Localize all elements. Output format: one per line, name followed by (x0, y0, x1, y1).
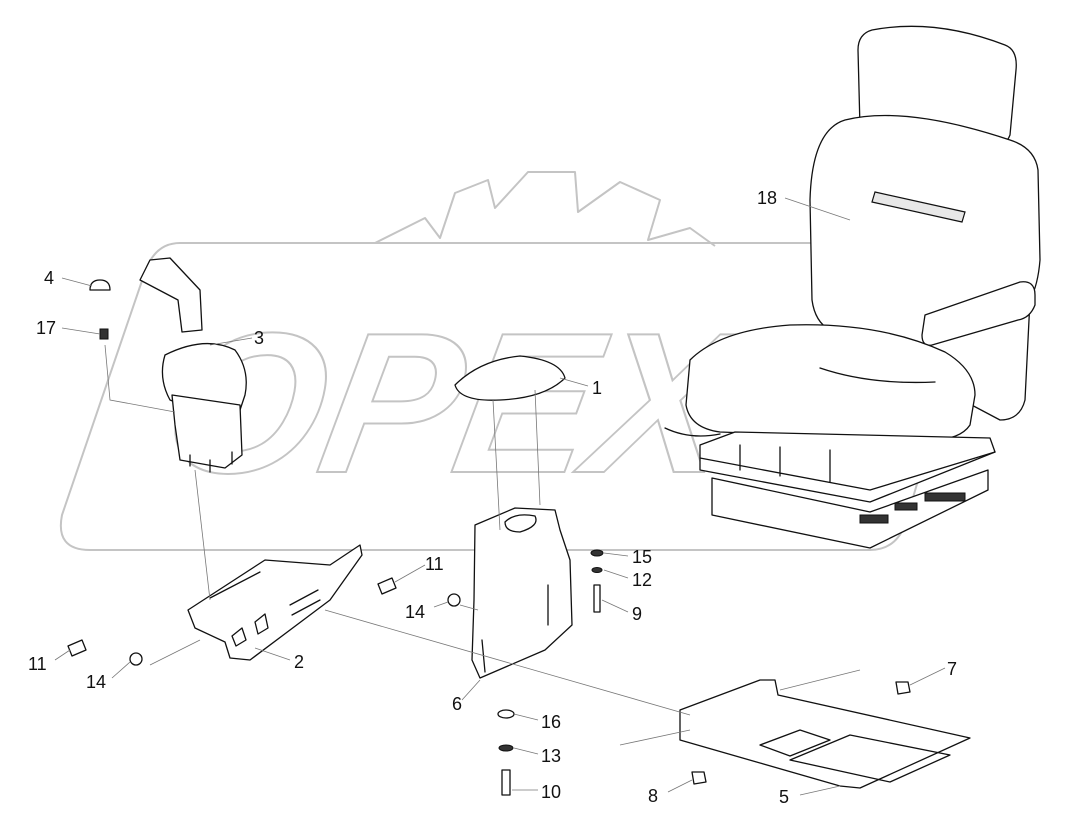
bolt-9 (593, 584, 601, 613)
watermark: OPEX (59, 171, 981, 551)
callout-9: 9 (632, 604, 642, 624)
seat-base-vent-3 (924, 492, 966, 502)
leader-9 (601, 599, 629, 613)
bolt-7 (895, 681, 911, 695)
callout-17: 17 (36, 318, 56, 338)
callout-1: 1 (592, 378, 602, 398)
callout-2: 2 (294, 652, 304, 672)
seat-backrest-slot (871, 191, 966, 223)
leader-15 (603, 552, 629, 557)
joystick-body (171, 394, 243, 469)
joystick-pins (189, 451, 233, 473)
bracket-6 (471, 507, 573, 679)
leader-5 (799, 785, 841, 796)
watermark-gear-outline (374, 171, 716, 247)
bracket-2-slots (209, 571, 321, 647)
assembly-line-14 (149, 604, 479, 666)
nut-17 (99, 328, 109, 340)
leader-13 (513, 747, 539, 755)
joystick-assembly (139, 257, 247, 473)
assembly-line-joystick (104, 344, 211, 601)
callout-12: 12 (632, 570, 652, 590)
washer-14a (447, 593, 461, 607)
callout-10: 10 (541, 782, 561, 802)
callout-6: 6 (452, 694, 462, 714)
nut-16 (497, 709, 515, 719)
callout-16: 16 (541, 712, 561, 732)
callouts: 18 4 17 3 1 15 11 12 14 9 11 2 7 14 6 16… (28, 188, 957, 807)
leader-12 (603, 569, 629, 579)
seat-suspension-base (711, 469, 989, 549)
plate-5-cutouts (759, 729, 951, 783)
assembly-line-plate (324, 609, 861, 746)
plate-5 (679, 679, 971, 789)
callout-8: 8 (648, 786, 658, 806)
callout-18: 18 (757, 188, 777, 208)
leader-18 (784, 197, 851, 221)
leader-2 (254, 647, 291, 661)
cap-4 (89, 279, 111, 291)
leader-11a (394, 564, 426, 583)
callout-14b: 14 (86, 672, 106, 692)
leader-14a (433, 601, 449, 608)
leader-14b (111, 661, 131, 679)
leader-16 (513, 713, 539, 721)
bolt-10 (501, 769, 511, 796)
leader-1 (559, 377, 589, 387)
callout-14a: 14 (405, 602, 425, 622)
leader-8 (667, 779, 693, 793)
joystick-handle (139, 257, 203, 333)
leader-17 (61, 327, 101, 335)
washer-12 (591, 567, 603, 573)
seat-suspension-rails (699, 444, 996, 491)
bolt-8 (691, 771, 707, 785)
leader-lines (54, 197, 946, 796)
leader-7 (909, 667, 946, 686)
washer-13 (498, 744, 514, 752)
washer-15 (590, 549, 604, 557)
leader-6 (461, 679, 481, 701)
washer-14b (129, 652, 143, 666)
seat-base-vent-1 (859, 514, 889, 524)
callout-11a: 11 (425, 554, 444, 574)
callout-7: 7 (947, 659, 957, 679)
pad-1 (454, 355, 566, 401)
assembly-line-pad (492, 389, 541, 531)
leader-3 (209, 337, 253, 346)
leader-4 (61, 277, 93, 287)
callout-13: 13 (541, 746, 561, 766)
callout-3: 3 (254, 328, 264, 348)
callout-5: 5 (779, 787, 789, 807)
seat-adjust-lever (664, 427, 721, 437)
callout-4: 4 (44, 268, 54, 288)
bolt-11b (67, 639, 87, 657)
bolt-11a (377, 577, 397, 595)
watermark-text: OPEX (149, 291, 759, 514)
bracket-2 (187, 544, 363, 661)
seat-base-vent-2 (894, 502, 918, 511)
seat-assembly (664, 25, 1041, 549)
callout-15: 15 (632, 547, 652, 567)
seat-cushion-seam (819, 367, 936, 384)
leader-11b (54, 649, 71, 661)
callout-11b: 11 (28, 654, 47, 674)
brackets (187, 507, 971, 789)
seat-cushion (685, 324, 976, 441)
